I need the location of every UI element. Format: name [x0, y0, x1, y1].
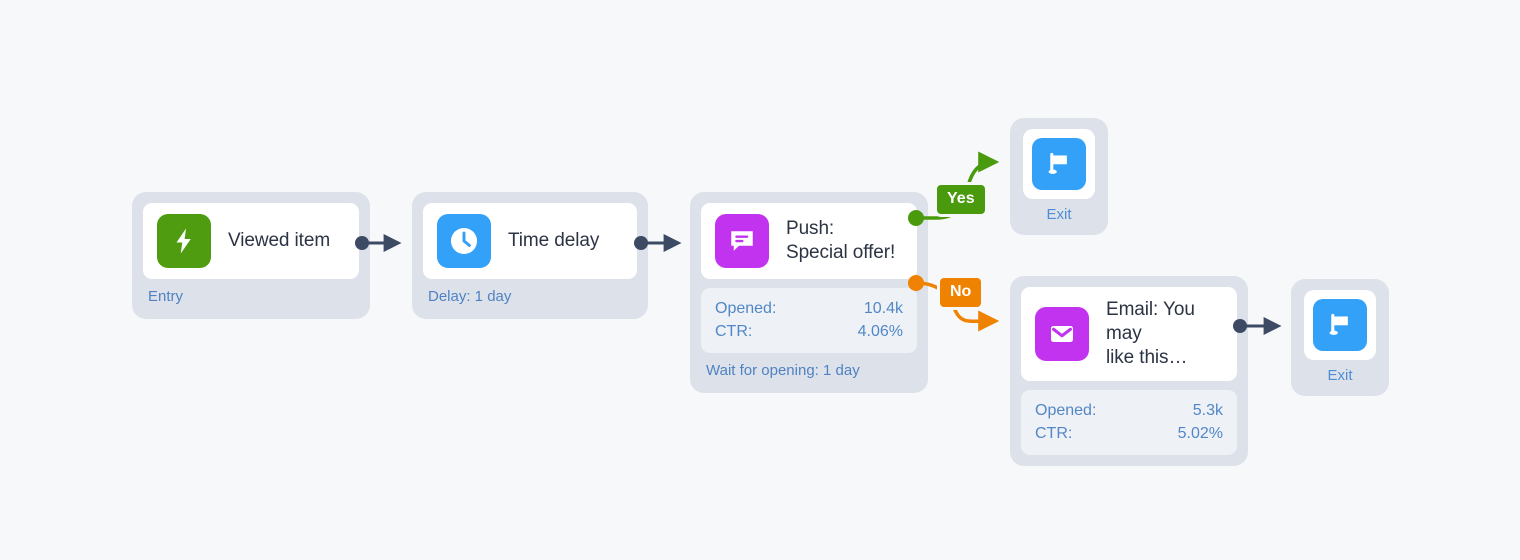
branch-badge-no[interactable]: No	[937, 275, 985, 310]
node-email-you-may-like-this[interactable]: Email: You may like this… Opened: 5.3k C…	[1010, 276, 1248, 466]
node-exit-top[interactable]: Exit	[1010, 118, 1108, 235]
node-footer: Delay: 1 day	[428, 288, 512, 305]
exit-icon-card	[1023, 129, 1095, 199]
node-title: Time delay	[508, 230, 600, 251]
stat-label: Opened:	[1035, 402, 1097, 419]
node-title: Viewed item	[228, 230, 331, 251]
envelope-icon	[1035, 307, 1089, 361]
bolt-icon	[157, 214, 211, 268]
stat-value: 4.06%	[857, 323, 903, 340]
node-title-line-1: Email: You may	[1106, 299, 1195, 344]
node-header: Time delay	[423, 203, 637, 279]
clock-icon	[437, 214, 491, 268]
node-title: Email: You may like this…	[1106, 298, 1223, 370]
flag-icon	[1313, 299, 1367, 351]
stat-value: 5.02%	[1177, 425, 1223, 442]
exit-label: Exit	[1327, 367, 1353, 384]
node-time-delay[interactable]: Time delay Delay: 1 day	[412, 192, 648, 319]
node-viewed-item[interactable]: Viewed item Entry	[132, 192, 370, 319]
node-stats: Opened: 5.3k CTR: 5.02%	[1021, 390, 1237, 455]
stat-row: CTR: 5.02%	[1035, 422, 1223, 445]
node-exit-bottom[interactable]: Exit	[1291, 279, 1389, 396]
stat-value: 5.3k	[1192, 402, 1223, 419]
exit-label: Exit	[1046, 206, 1072, 223]
stat-value: 10.4k	[863, 300, 903, 317]
stat-label: CTR:	[1035, 425, 1073, 442]
node-header: Email: You may like this…	[1021, 287, 1237, 381]
stat-row: Opened: 10.4k	[715, 297, 903, 320]
exit-icon-card	[1304, 290, 1376, 360]
node-push-special-offer[interactable]: Push: Special offer! Opened: 10.4k CTR: …	[690, 192, 928, 393]
stat-row: Opened: 5.3k	[1035, 399, 1223, 422]
node-title-line-2: like this…	[1106, 347, 1188, 368]
branch-badge-yes[interactable]: Yes	[934, 182, 988, 217]
stat-label: CTR:	[715, 323, 753, 340]
node-stats: Opened: 10.4k CTR: 4.06%	[701, 288, 917, 353]
push-message-icon	[715, 214, 769, 268]
flag-icon	[1032, 138, 1086, 190]
stat-label: Opened:	[715, 300, 777, 317]
node-footer: Entry	[148, 288, 184, 305]
node-title-line-2: Special offer!	[786, 242, 896, 263]
node-header: Push: Special offer!	[701, 203, 917, 279]
node-header: Viewed item	[143, 203, 359, 279]
node-footer: Wait for opening: 1 day	[706, 362, 860, 379]
node-title-line-1: Push:	[786, 218, 835, 239]
node-title: Push: Special offer!	[786, 217, 895, 265]
stat-row: CTR: 4.06%	[715, 320, 903, 343]
